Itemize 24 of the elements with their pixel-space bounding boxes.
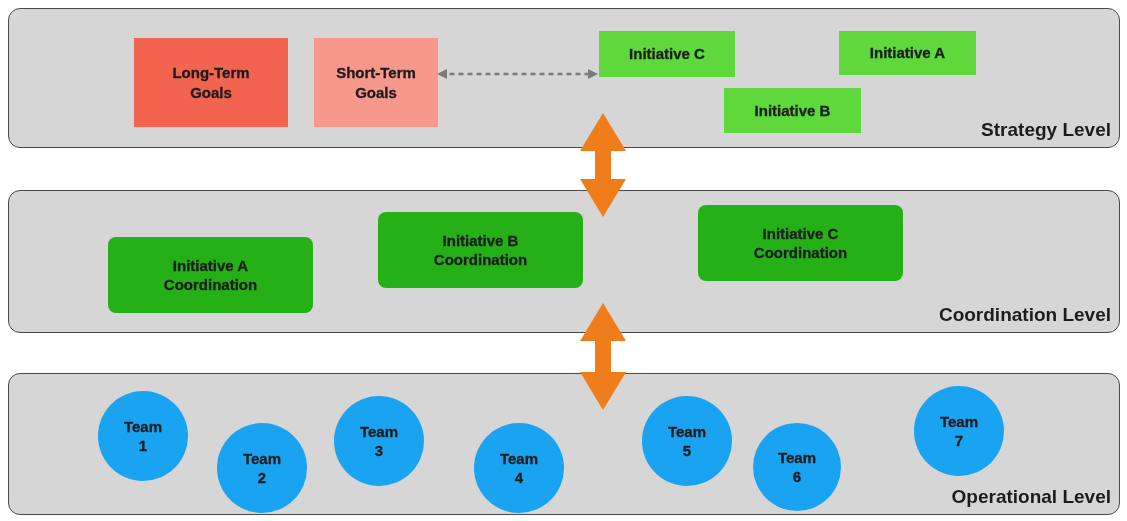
double-arrow bbox=[580, 113, 626, 217]
team-circle: Team 7 bbox=[914, 386, 1004, 476]
team-circle: Team 3 bbox=[334, 396, 424, 486]
initiative-box: Initiative C bbox=[599, 31, 735, 77]
team-circle: Team 4 bbox=[474, 423, 564, 513]
level-label: Strategy Level bbox=[981, 119, 1111, 141]
team-circle: Team 5 bbox=[642, 396, 732, 486]
team-circle: Team 6 bbox=[753, 423, 841, 511]
level-band bbox=[8, 8, 1120, 148]
coordination-box: Initiative B Coordination bbox=[378, 212, 583, 288]
level-band bbox=[8, 190, 1120, 333]
initiative-box: Initiative B bbox=[724, 88, 861, 133]
double-arrow bbox=[580, 303, 626, 410]
goal-box: Short-Term Goals bbox=[314, 38, 438, 127]
level-label: Operational Level bbox=[951, 486, 1111, 508]
team-circle: Team 2 bbox=[217, 423, 307, 513]
coordination-box: Initiative C Coordination bbox=[698, 205, 903, 281]
double-arrow bbox=[437, 69, 598, 79]
level-label: Coordination Level bbox=[938, 304, 1111, 326]
coordination-box: Initiative A Coordination bbox=[108, 237, 313, 313]
goal-box: Long-Term Goals bbox=[134, 38, 288, 127]
team-circle: Team 1 bbox=[98, 391, 188, 481]
level-band bbox=[8, 373, 1120, 515]
initiative-box: Initiative A bbox=[839, 31, 976, 75]
